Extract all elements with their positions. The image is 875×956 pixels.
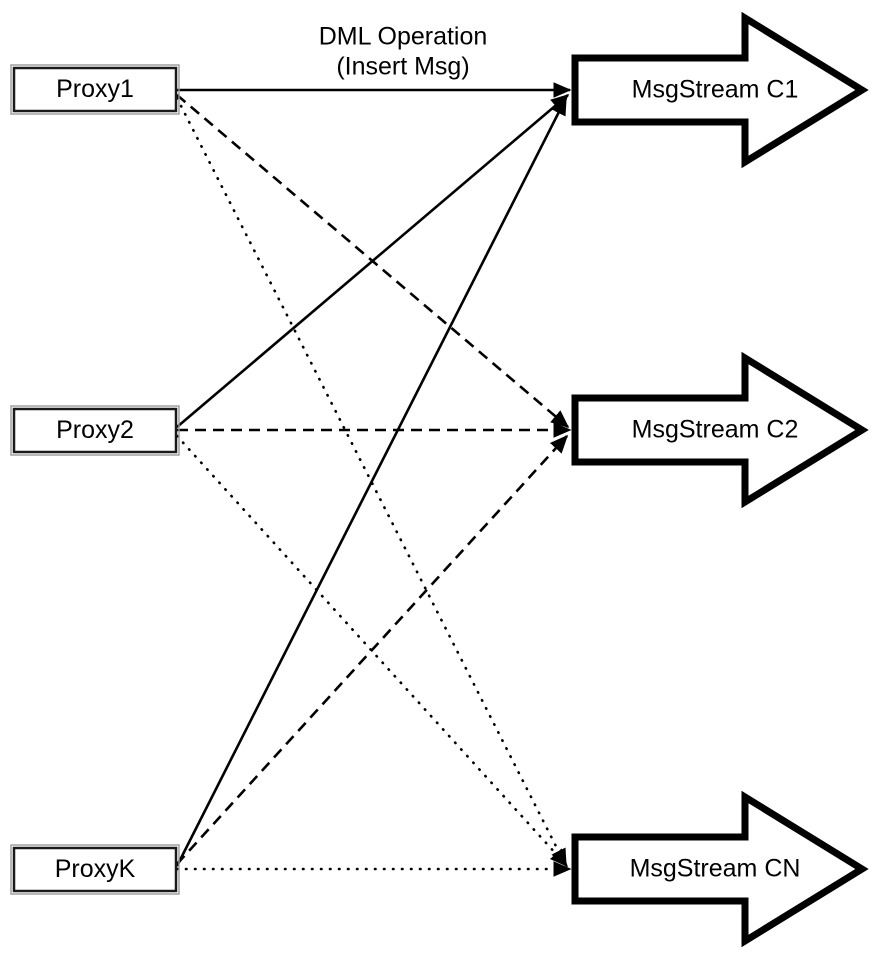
stream-node-c2[interactable]: MsgStream C2 <box>571 351 869 509</box>
proxy-box-outline <box>10 405 180 456</box>
proxy-label: Proxy2 <box>56 416 134 444</box>
proxy-box[interactable] <box>12 407 178 454</box>
stream-label: MsgStream C1 <box>632 76 799 104</box>
link-proxy1-to-stream-cn[interactable] <box>175 96 568 868</box>
block-arrow-shape[interactable] <box>571 11 869 169</box>
link-group <box>175 82 572 877</box>
proxy-node-proxy2[interactable]: Proxy2 <box>10 405 180 456</box>
edge-caption: DML Operation (Insert Msg) <box>319 23 488 81</box>
block-arrow-shape[interactable] <box>571 351 869 509</box>
proxy-box[interactable] <box>12 846 178 893</box>
stream-label: MsgStream C2 <box>632 416 799 444</box>
proxy-box[interactable] <box>12 66 178 113</box>
proxy-box-outline <box>10 64 180 115</box>
edge-caption-line1: DML Operation <box>319 23 488 51</box>
proxy-box-outline <box>10 844 180 895</box>
link-proxy2-to-stream-c1[interactable] <box>176 94 570 428</box>
proxy-label: Proxy1 <box>56 75 134 103</box>
stream-node-c1[interactable]: MsgStream C1 <box>571 11 869 169</box>
stream-label: MsgStream CN <box>630 855 801 883</box>
block-arrow-shape[interactable] <box>571 790 869 948</box>
edge-caption-line2: (Insert Msg) <box>336 53 469 81</box>
link-proxyk-to-stream-c2[interactable] <box>176 434 569 865</box>
link-proxyk-to-stream-c1[interactable] <box>175 96 568 867</box>
proxy-label: ProxyK <box>55 855 136 883</box>
stream-node-cn[interactable]: MsgStream CN <box>571 790 869 948</box>
proxy-node-proxy1[interactable]: Proxy1 <box>10 64 180 115</box>
proxy-node-proxyk[interactable]: ProxyK <box>10 844 180 895</box>
